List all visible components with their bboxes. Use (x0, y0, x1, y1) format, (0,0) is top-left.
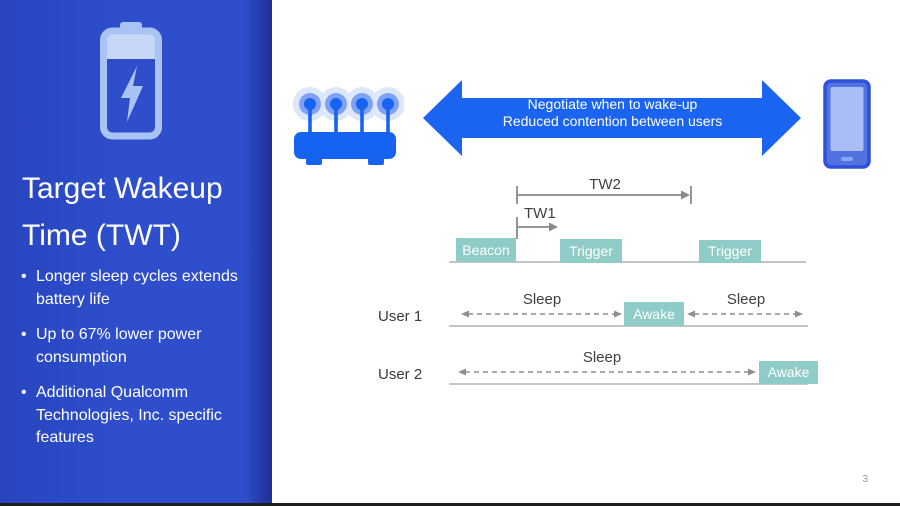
bullet-item: Additional Qualcomm Technologies, Inc. s… (21, 382, 243, 450)
lightning-bolt-icon (121, 66, 143, 122)
beacon-box: Beacon (456, 238, 516, 262)
bullet-list: Longer sleep cycles extends battery life… (21, 266, 249, 463)
trigger-box: Trigger (560, 239, 622, 263)
user1-label: User 1 (378, 308, 423, 325)
tw2-label: TW2 (589, 176, 621, 193)
user1-awake-box: Awake (624, 302, 684, 326)
antenna-halos (293, 87, 404, 121)
user2-awake-box: Awake (759, 361, 818, 384)
user1-sleep-left-arrow (461, 310, 622, 318)
bullet-item: Longer sleep cycles extends battery life (21, 266, 243, 311)
battery-icon (100, 22, 162, 140)
user1-sleep-right-arrow (687, 310, 803, 318)
phone-icon (823, 79, 871, 169)
user2-sleep-label: Sleep (582, 349, 622, 366)
banner-line2: Reduced contention between users (502, 113, 723, 129)
double-arrow-banner (423, 80, 801, 156)
page-number: 3 (862, 474, 868, 485)
trigger-box: Trigger (699, 240, 761, 263)
user1-sleep-left-label: Sleep (522, 291, 562, 308)
user2-label: User 2 (378, 366, 423, 383)
user1-sleep-right-label: Sleep (726, 291, 766, 308)
tw1-label: TW1 (524, 205, 556, 222)
banner-text: Negotiate when to wake-up Reduced conten… (440, 96, 785, 130)
slide-bottom-edge (0, 503, 900, 506)
user2-sleep-arrow (458, 368, 756, 376)
page-title: Target Wakeup Time (TWT) (22, 172, 223, 252)
sidebar: Target Wakeup Time (TWT) Longer sleep cy… (0, 0, 272, 506)
bullet-item: Up to 67% lower power consumption (21, 324, 243, 369)
router-icon (293, 87, 404, 165)
banner-line1: Negotiate when to wake-up (527, 96, 698, 112)
